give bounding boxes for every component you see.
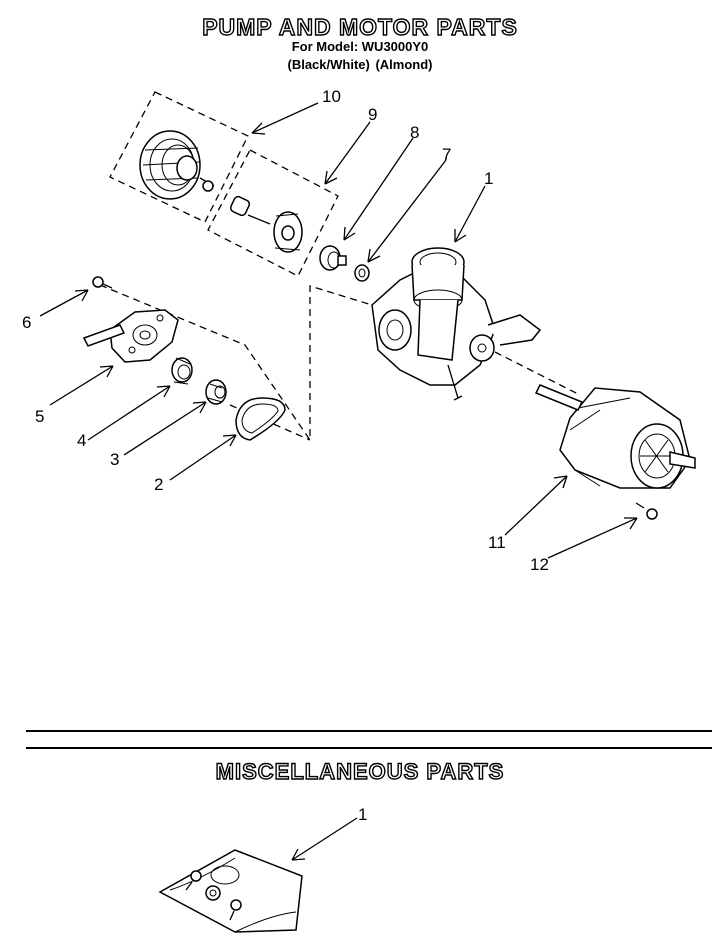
callout-12: 12 xyxy=(530,555,549,574)
part-8-drawing xyxy=(319,245,347,271)
callout-6: 6 xyxy=(22,313,31,332)
group-box-10 xyxy=(109,91,249,223)
callout-2: 2 xyxy=(154,475,163,494)
leader-lines xyxy=(39,102,638,861)
part-10-drawing xyxy=(139,130,215,200)
part-7-drawing xyxy=(354,264,370,282)
callout-8: 8 xyxy=(410,123,419,142)
callout-1: 1 xyxy=(484,169,493,188)
part-3-drawing xyxy=(205,379,227,405)
callout-10: 10 xyxy=(322,87,341,106)
part-6-drawing xyxy=(92,276,113,289)
part-11-drawing xyxy=(534,384,696,489)
callout-11: 11 xyxy=(488,533,506,552)
shaft-centerline xyxy=(494,351,581,396)
part-2-drawing xyxy=(235,397,286,441)
part-5-drawing xyxy=(82,309,179,363)
part-12-drawing xyxy=(635,502,658,520)
misc-part-1-drawing xyxy=(158,849,303,933)
part-1-drawing xyxy=(371,247,542,401)
misc-section-title: MISCELLANEOUS PARTS xyxy=(215,758,505,784)
model-number: For Model: WU3000Y0 xyxy=(291,39,429,54)
callout-5: 5 xyxy=(35,407,44,426)
part-4-drawing xyxy=(171,357,193,385)
callout-9: 9 xyxy=(368,105,377,124)
part-9-drawing xyxy=(229,195,303,253)
divider-top xyxy=(26,730,712,732)
group-box-9 xyxy=(207,149,339,277)
callout-7: 7 xyxy=(442,145,451,164)
assembly-line-left xyxy=(99,284,373,443)
callout-3: 3 xyxy=(110,450,119,469)
diagram-title: PUMP AND MOTOR PARTS xyxy=(201,13,518,40)
finish-options: (Black/White) (Almond) xyxy=(287,57,433,72)
divider-bottom xyxy=(26,747,712,749)
misc-callout-1: 1 xyxy=(358,805,367,824)
callout-4: 4 xyxy=(77,431,86,450)
